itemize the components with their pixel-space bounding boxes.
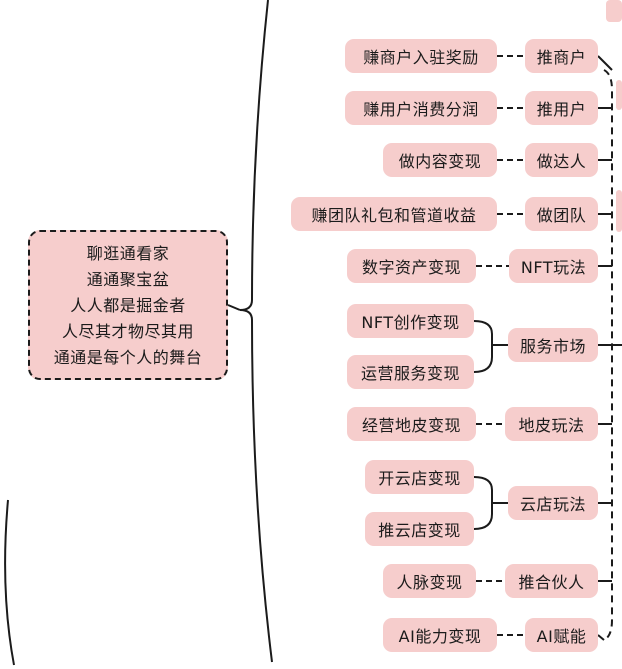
branch-node[interactable]: 推合伙人 (505, 564, 598, 598)
stub-推商户 (597, 55, 613, 71)
child-node[interactable]: 数字资产变现 (347, 249, 476, 283)
branch-node[interactable]: 云店玩法 (508, 486, 598, 520)
cropped-node-right-2 (616, 190, 622, 232)
left-bracket-line (4, 499, 15, 666)
branch-node[interactable]: 地皮玩法 (505, 407, 598, 441)
child-node[interactable]: 开云店变现 (365, 460, 474, 494)
branch-node[interactable]: 做团队 (525, 197, 598, 231)
branch-node[interactable]: 服务市场 (508, 328, 598, 362)
stub-AI赋能 (597, 634, 605, 641)
center-connector (227, 304, 241, 311)
center-line: 聊逛通看家 (86, 243, 170, 263)
edge-云店玩法 (473, 476, 508, 530)
child-node[interactable]: 推云店变现 (365, 512, 474, 546)
child-node[interactable]: AI能力变现 (383, 618, 497, 652)
center-line: 通通是每个人的舞台 (53, 347, 203, 367)
center-line: 通通聚宝盆 (86, 269, 170, 289)
branch-node[interactable]: 推用户 (525, 91, 598, 125)
child-node[interactable]: 做内容变现 (383, 143, 497, 177)
child-node[interactable]: 经营地皮变现 (347, 407, 476, 441)
child-node[interactable]: 赚商户入驻奖励 (345, 39, 497, 73)
right-spine-line (603, 69, 613, 641)
cropped-node-right-1 (616, 80, 622, 110)
edge-服务市场 (473, 320, 508, 373)
main-brace-line (239, 0, 273, 663)
child-node[interactable]: 赚用户消费分润 (345, 91, 497, 125)
child-node[interactable]: NFT创作变现 (347, 304, 474, 338)
branch-node[interactable]: 做达人 (525, 143, 598, 177)
branch-node[interactable]: AI赋能 (525, 618, 598, 652)
center-node[interactable]: 聊逛通看家 通通聚宝盆 人人都是掘金者 人尽其才物尽其用 通通是每个人的舞台 (28, 230, 228, 380)
branch-node[interactable]: NFT玩法 (509, 249, 598, 283)
center-line: 人尽其才物尽其用 (61, 321, 194, 341)
child-node[interactable]: 赚团队礼包和管道收益 (291, 197, 497, 231)
child-node[interactable]: 人脉变现 (383, 564, 476, 598)
branch-node[interactable]: 推商户 (525, 39, 598, 73)
center-line: 人人都是掘金者 (70, 295, 186, 315)
cropped-node-top (606, 0, 622, 22)
child-node[interactable]: 运营服务变现 (347, 355, 474, 389)
